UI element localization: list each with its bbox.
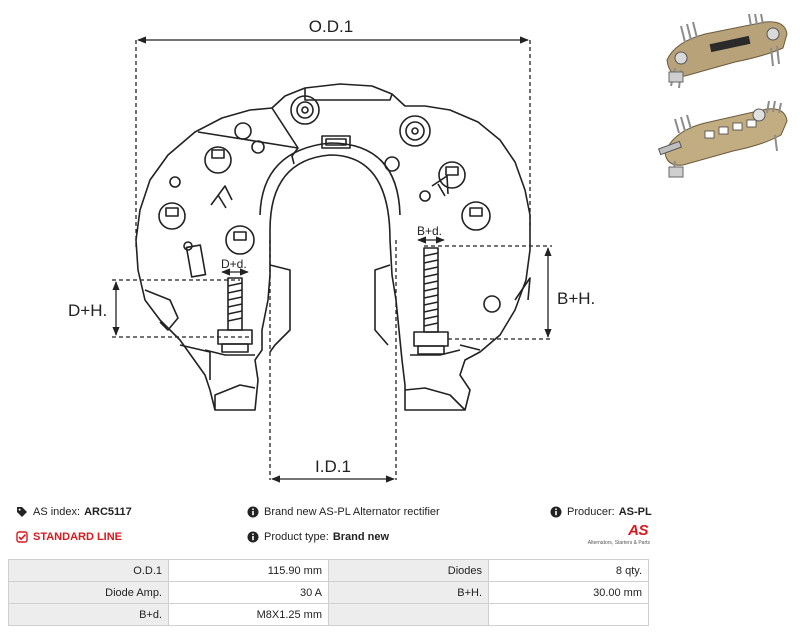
- brand-description-text: Brand new AS-PL Alternator rectifier: [264, 506, 440, 518]
- spec-table: O.D.1 115.90 mm Diodes 8 qty. Diode Amp.…: [8, 559, 649, 626]
- od-label: O.D.1: [309, 17, 353, 36]
- as-index-value: ARC5117: [84, 506, 132, 518]
- spec-label: Diode Amp.: [8, 581, 169, 604]
- spec-label: [328, 603, 489, 626]
- product-type-value: Brand new: [332, 531, 390, 543]
- technical-drawing: O.D.1 I.D.1 D+H. B+H. D+d. B+d.: [68, 17, 595, 483]
- spec-value: 8 qty.: [488, 559, 649, 582]
- bd-label: B+d.: [417, 224, 442, 238]
- brand-description: Brand new AS-PL Alternator rectifier: [247, 506, 440, 518]
- as-index: AS index: ARC5117: [16, 506, 132, 518]
- product-type: Product type: Brand new: [247, 531, 389, 543]
- check-square-icon: [16, 531, 28, 543]
- info-icon: [247, 506, 259, 518]
- as-index-label: AS index:: [33, 506, 81, 518]
- product-photo-bottom: [655, 95, 795, 185]
- producer-value: AS-PL: [618, 506, 652, 518]
- table-row: Diode Amp. 30 A B+H. 30.00 mm: [8, 581, 649, 604]
- producer-label: Producer:: [567, 506, 615, 518]
- as-pl-logo: AS Alternators, Starters & Parts: [586, 522, 650, 552]
- product-line: STANDARD LINE: [16, 531, 122, 543]
- producer: Producer: AS-PL: [550, 506, 652, 518]
- spec-label: Diodes: [328, 559, 489, 582]
- info-icon: [247, 531, 259, 543]
- bolt-left: [217, 277, 253, 353]
- product-type-label: Product type:: [264, 531, 329, 543]
- logo-tagline: Alternators, Starters & Parts: [587, 540, 650, 546]
- rectifier-outline: [135, 83, 531, 411]
- bolt-right: [413, 247, 449, 355]
- spec-value: 30.00 mm: [488, 581, 649, 604]
- spec-label: B+H.: [328, 581, 489, 604]
- dd-label: D+d.: [221, 257, 247, 271]
- spec-label: O.D.1: [8, 559, 169, 582]
- spec-label: B+d.: [8, 603, 169, 626]
- dh-label: D+H.: [68, 301, 107, 320]
- terminal-holes: [158, 95, 501, 313]
- dimension-lines: [112, 36, 552, 483]
- id-label: I.D.1: [315, 457, 351, 476]
- spec-value: 115.90 mm: [168, 559, 329, 582]
- logo-mark: AS: [628, 522, 648, 539]
- tags-icon: [17, 507, 27, 517]
- spec-value: [488, 603, 649, 626]
- info-icon: [550, 506, 562, 518]
- product-line-label: STANDARD LINE: [33, 531, 123, 543]
- bh-label: B+H.: [557, 289, 595, 308]
- spec-value: M8X1.25 mm: [168, 603, 329, 626]
- product-photo-top: [655, 12, 795, 92]
- spec-value: 30 A: [168, 581, 329, 604]
- table-row: B+d. M8X1.25 mm: [8, 603, 649, 626]
- table-row: O.D.1 115.90 mm Diodes 8 qty.: [8, 559, 649, 582]
